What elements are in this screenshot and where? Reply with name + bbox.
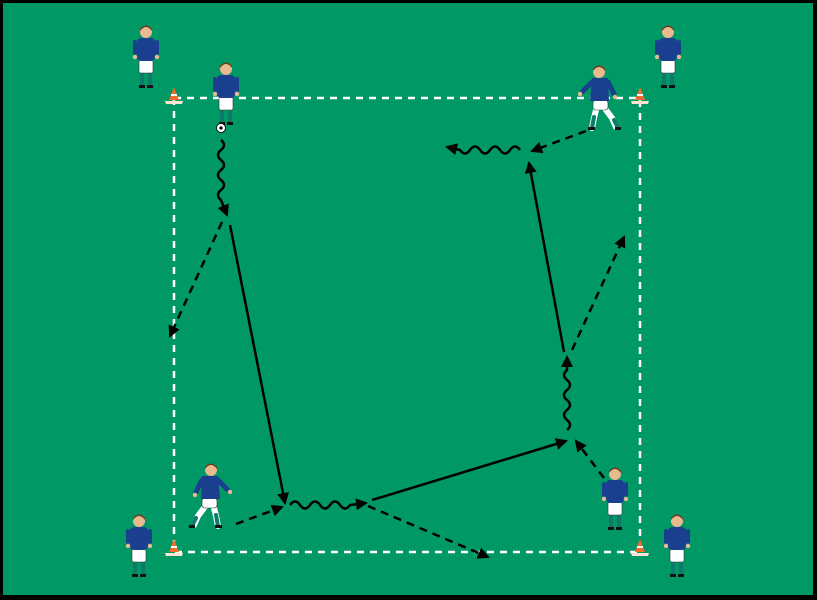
dribble-arrow — [561, 355, 573, 431]
pass-arrow — [371, 438, 568, 502]
run-arrow — [574, 439, 605, 479]
run-arrow — [168, 221, 224, 338]
dribble-arrow — [216, 139, 229, 217]
field — [3, 3, 813, 595]
ball-icon — [216, 123, 226, 133]
run-arrow — [530, 129, 587, 154]
dribble-arrow — [445, 143, 522, 156]
run-arrow — [367, 504, 490, 559]
pass-arrow — [524, 161, 566, 353]
dribble-arrow — [288, 498, 368, 511]
run-arrow — [570, 235, 626, 351]
pass-arrow — [228, 224, 289, 505]
